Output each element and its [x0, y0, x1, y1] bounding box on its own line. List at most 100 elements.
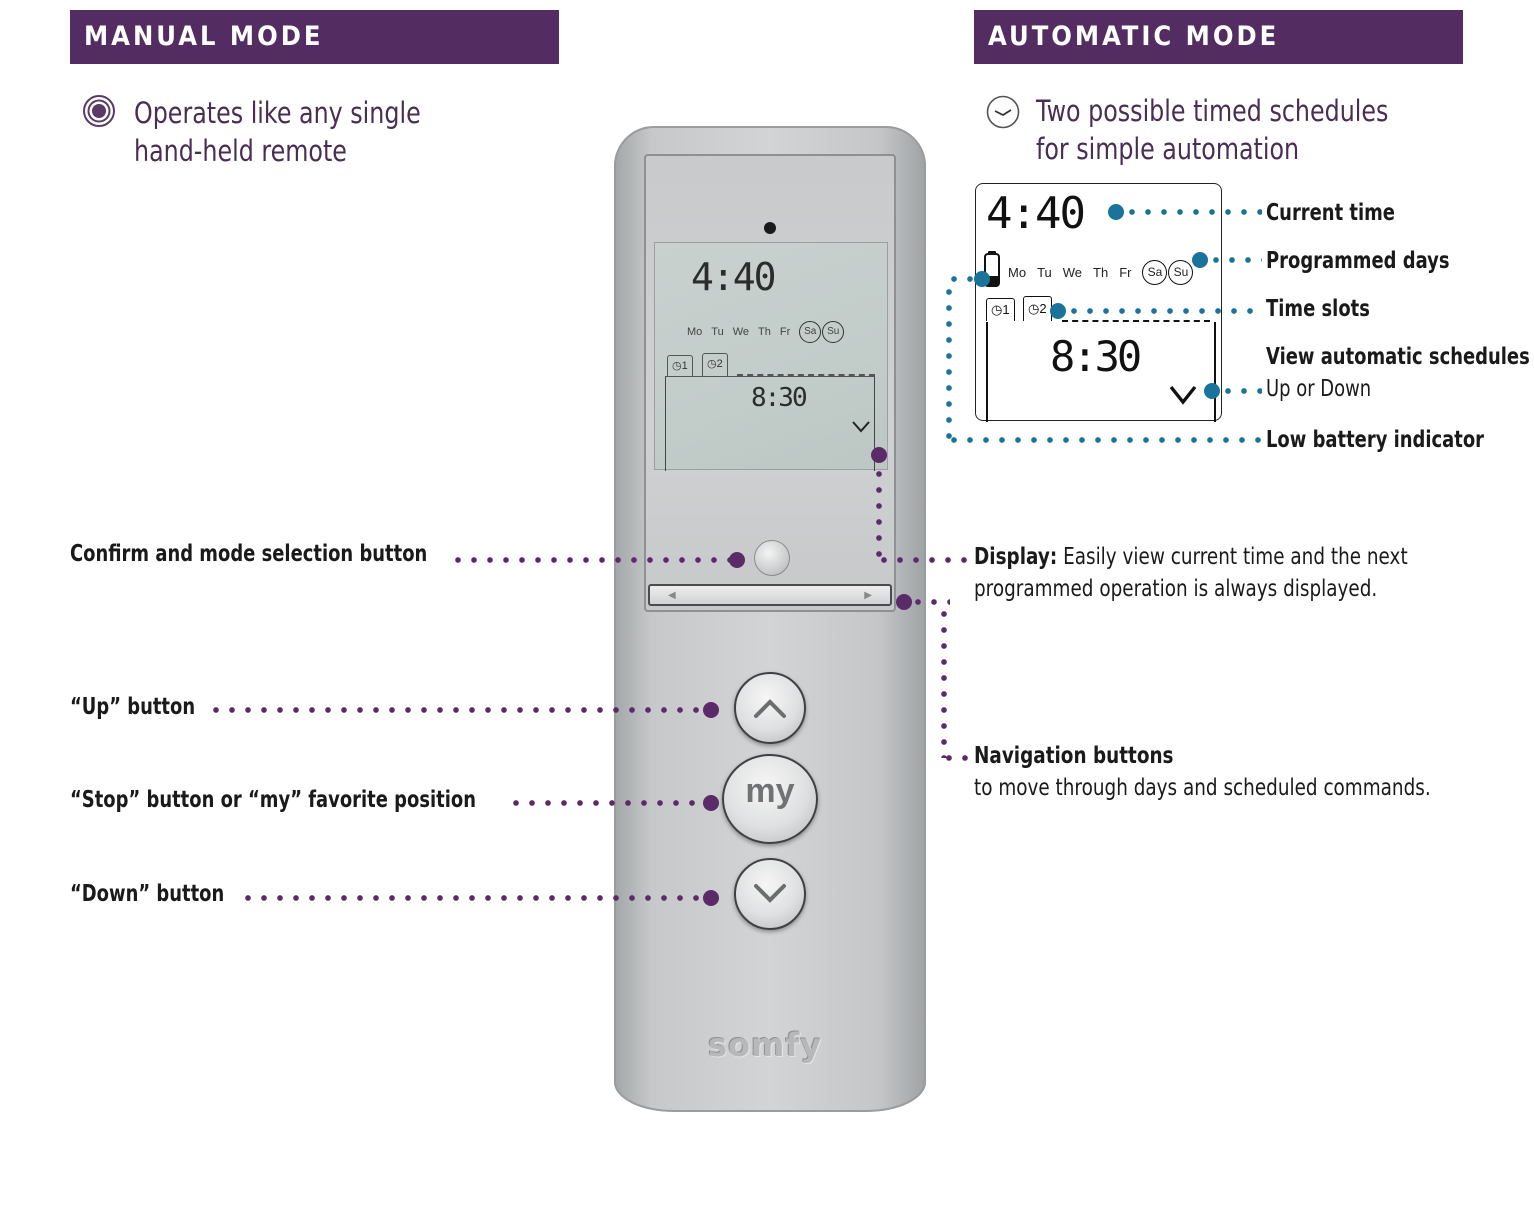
lcd-day-th: Th: [758, 326, 771, 338]
auto-slot-time: 8:30: [1050, 332, 1142, 381]
display-title: Display:: [974, 544, 1058, 570]
lcd-day-sa: Sa: [799, 321, 822, 343]
time-slots-leader: [1066, 308, 1262, 314]
clock-icon: ◷: [991, 302, 1003, 317]
programmed-days-leader: [1208, 257, 1262, 263]
lcd-down-arrow-icon: [851, 419, 871, 438]
auto-tab-2-label: 2: [1039, 301, 1047, 316]
time-slots-dot: [1050, 303, 1066, 319]
navigation-text: to move through days and scheduled comma…: [974, 775, 1431, 801]
callout-down-leader: [240, 895, 708, 901]
navigation-title: Navigation buttons: [974, 743, 1174, 769]
current-time-dot: [1108, 204, 1124, 220]
lcd-day-tu: Tu: [711, 326, 724, 338]
display-text-line-2: programmed operation is always displayed…: [974, 576, 1378, 602]
auto-current-time: 4:40: [986, 188, 1086, 239]
lcd-slot-box: [665, 376, 875, 471]
time-slots-label: Time slots: [1266, 296, 1370, 322]
auto-day-mo: Mo: [1008, 265, 1027, 280]
auto-day-sa: Sa: [1142, 260, 1168, 285]
current-time-leader: [1124, 209, 1262, 215]
callout-nav-leader-h1: [910, 599, 950, 605]
lcd-tab-slot-1: ◷1: [667, 355, 693, 376]
lcd-tab-1-label: 1: [681, 360, 688, 372]
lcd-day-mo: Mo: [687, 326, 703, 338]
auto-desc-line-2: for simple automation: [1036, 132, 1300, 166]
callout-nav-leader-v: [941, 606, 947, 758]
low-battery-leader-v: [946, 284, 952, 440]
callout-display-dot: [871, 447, 887, 463]
target-icon: [82, 94, 116, 128]
auto-day-we: We: [1062, 265, 1083, 280]
my-stop-button[interactable]: my: [722, 754, 818, 844]
callout-confirm-leader: [450, 557, 730, 563]
callout-nav-dot: [896, 594, 912, 610]
nav-right-icon[interactable]: ▶: [864, 590, 872, 601]
auto-desc-line-1: Two possible timed schedules: [1036, 94, 1389, 128]
callout-nav-text: Navigation buttons to move through days …: [974, 740, 1431, 804]
callout-display-leader-h: [876, 557, 972, 563]
auto-slot-dashes: [1062, 320, 1210, 322]
callout-stop-dot: [703, 795, 719, 811]
callout-down-dot: [703, 890, 719, 906]
callout-stop-label: “Stop” button or “my” favorite position: [70, 787, 476, 813]
automatic-mode-title: AUTOMATIC MODE: [988, 21, 1280, 52]
down-button[interactable]: [734, 858, 806, 930]
manual-desc-line-1: Operates like any single: [134, 96, 421, 130]
chevron-up-icon: [754, 699, 786, 718]
auto-slot-box: [986, 322, 1216, 422]
lcd-current-time: 4:40: [691, 255, 777, 299]
callout-nav-leader-h2: [941, 755, 975, 761]
clock-icon: ◷: [1028, 301, 1040, 316]
remote-control: 4:40 Mo Tu We Th Fr Sa Su ◷1 ◷2 8:30: [614, 126, 926, 1112]
manual-mode-title: MANUAL MODE: [84, 21, 324, 52]
up-down-leader: [1220, 388, 1262, 394]
confirm-mode-button[interactable]: [754, 540, 790, 576]
clock-icon: [985, 94, 1021, 130]
auto-down-arrow-icon: [1168, 384, 1198, 411]
current-time-label: Current time: [1266, 200, 1395, 226]
callout-up-label: “Up” button: [70, 694, 196, 720]
auto-day-su: Su: [1168, 260, 1194, 285]
display-text-line-1: Easily view current time and the next: [1063, 544, 1408, 570]
up-down-dot: [1204, 383, 1220, 399]
low-battery-label: Low battery indicator: [1266, 427, 1485, 453]
ir-sensor: [764, 222, 776, 234]
clock-icon: ◷: [672, 360, 682, 372]
up-button[interactable]: [734, 672, 806, 744]
lcd-slot-time: 8:30: [751, 383, 808, 413]
lcd-day-su: Su: [822, 321, 845, 343]
callout-up-leader: [208, 707, 708, 713]
automatic-mode-description: Two possible timed schedules for simple …: [1036, 92, 1388, 168]
programmed-days-label: Programmed days: [1266, 248, 1450, 274]
navigation-buttons[interactable]: ◀ ▶: [648, 584, 892, 606]
auto-tab-slot-1: ◷1: [986, 298, 1015, 321]
nav-left-icon[interactable]: ◀: [668, 590, 676, 601]
auto-days-row: Mo Tu We Th Fr Sa Su: [1008, 260, 1194, 285]
programmed-days-dot: [1192, 252, 1208, 268]
callout-down-label: “Down” button: [70, 881, 225, 907]
lcd-day-fr: Fr: [779, 326, 791, 338]
my-label: my: [745, 771, 795, 810]
automatic-mode-header: AUTOMATIC MODE: [974, 10, 1463, 64]
lcd-slot-dashes: [737, 374, 875, 376]
callout-up-dot: [703, 702, 719, 718]
auto-day-tu: Tu: [1037, 265, 1052, 280]
manual-mode-header: MANUAL MODE: [70, 10, 559, 64]
chevron-down-icon: [754, 884, 786, 903]
lcd-days-row: Mo Tu We Th Fr Sa Su: [687, 321, 845, 343]
callout-stop-leader: [508, 800, 708, 806]
manual-desc-line-2: hand-held remote: [134, 134, 347, 168]
callout-confirm-dot: [729, 552, 745, 568]
auto-day-fr: Fr: [1119, 265, 1132, 280]
auto-lcd-diagram: 4:40 Mo Tu We Th Fr Sa Su ◷1 ◷2 8:30: [975, 183, 1222, 422]
callout-display-leader-v: [876, 466, 882, 558]
lcd-tab-2-label: 2: [716, 358, 723, 370]
view-schedules-label: View automatic schedules: [1266, 344, 1530, 370]
low-battery-leader-top: [946, 276, 976, 282]
auto-tab-1-label: 1: [1002, 302, 1010, 317]
auto-day-th: Th: [1093, 265, 1109, 280]
clock-icon: ◷: [707, 358, 717, 370]
remote-lcd-screen: 4:40 Mo Tu We Th Fr Sa Su ◷1 ◷2 8:30: [654, 242, 888, 471]
low-battery-dot: [974, 271, 990, 287]
